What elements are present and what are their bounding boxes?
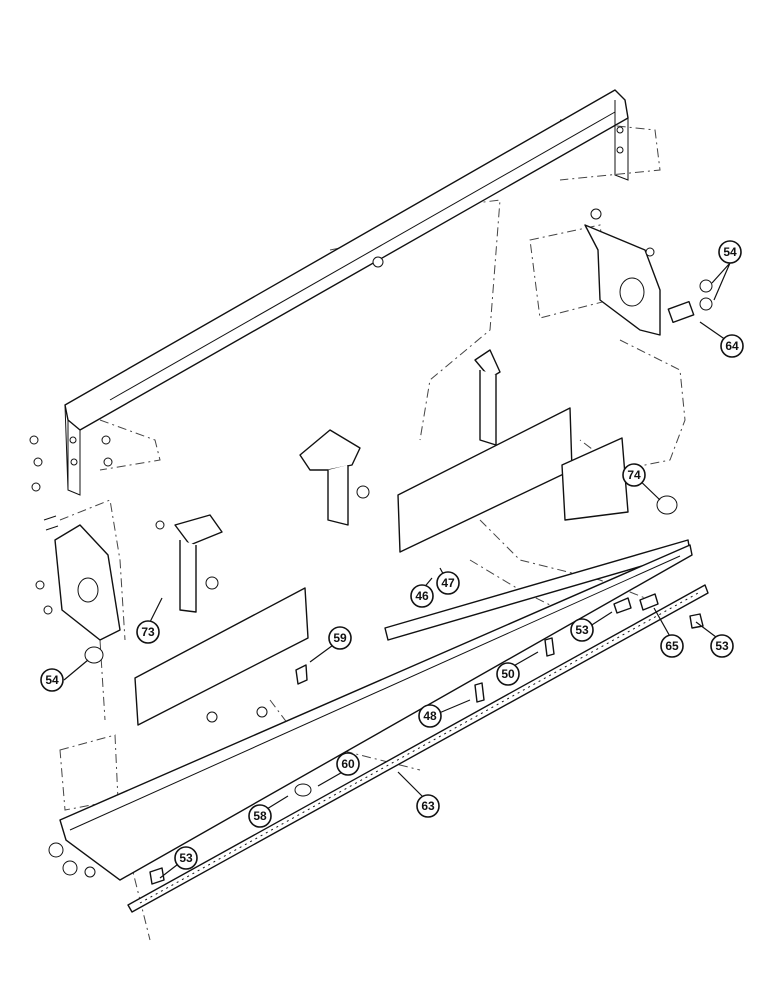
svg-text:53: 53 — [179, 851, 193, 865]
callout-53-left: 53 — [174, 846, 198, 870]
right-upper-bracket — [584, 208, 713, 336]
callouts: 54 64 74 73 54 59 46 47 53 65 53 50 48 6… — [40, 240, 744, 870]
svg-text:46: 46 — [415, 589, 429, 603]
svg-text:63: 63 — [421, 799, 435, 813]
svg-text:60: 60 — [341, 757, 355, 771]
callout-73: 73 — [136, 620, 160, 644]
callout-74: 74 — [622, 463, 646, 487]
callout-47: 47 — [436, 571, 460, 595]
left-side-bracket — [29, 435, 121, 641]
callout-53-right: 53 — [710, 634, 734, 658]
svg-text:54: 54 — [45, 673, 59, 687]
callout-64: 64 — [720, 334, 744, 358]
hardware — [48, 495, 704, 885]
svg-text:48: 48 — [423, 709, 437, 723]
callout-48: 48 — [418, 704, 442, 728]
svg-text:58: 58 — [253, 809, 267, 823]
callout-50: 50 — [496, 662, 520, 686]
long-rail — [59, 539, 693, 881]
callout-58: 58 — [248, 804, 272, 828]
top-beam — [64, 89, 629, 496]
svg-text:64: 64 — [725, 339, 739, 353]
callout-60: 60 — [336, 752, 360, 776]
svg-text:65: 65 — [665, 639, 679, 653]
center-panels — [134, 407, 629, 726]
callout-59: 59 — [328, 626, 352, 650]
svg-text:73: 73 — [141, 625, 155, 639]
svg-text:50: 50 — [501, 667, 515, 681]
callout-54-right: 54 — [718, 240, 742, 264]
callout-53-center: 53 — [570, 618, 594, 642]
toothed-strip — [127, 584, 709, 913]
center-supports — [155, 349, 501, 613]
svg-text:53: 53 — [575, 623, 589, 637]
svg-text:54: 54 — [723, 245, 737, 259]
svg-text:59: 59 — [333, 631, 347, 645]
callout-54-left: 54 — [40, 668, 64, 692]
callout-65: 65 — [660, 634, 684, 658]
svg-text:74: 74 — [627, 468, 641, 482]
callout-63: 63 — [416, 794, 440, 818]
svg-text:47: 47 — [441, 576, 455, 590]
svg-text:53: 53 — [715, 639, 729, 653]
callout-46: 46 — [410, 584, 434, 608]
